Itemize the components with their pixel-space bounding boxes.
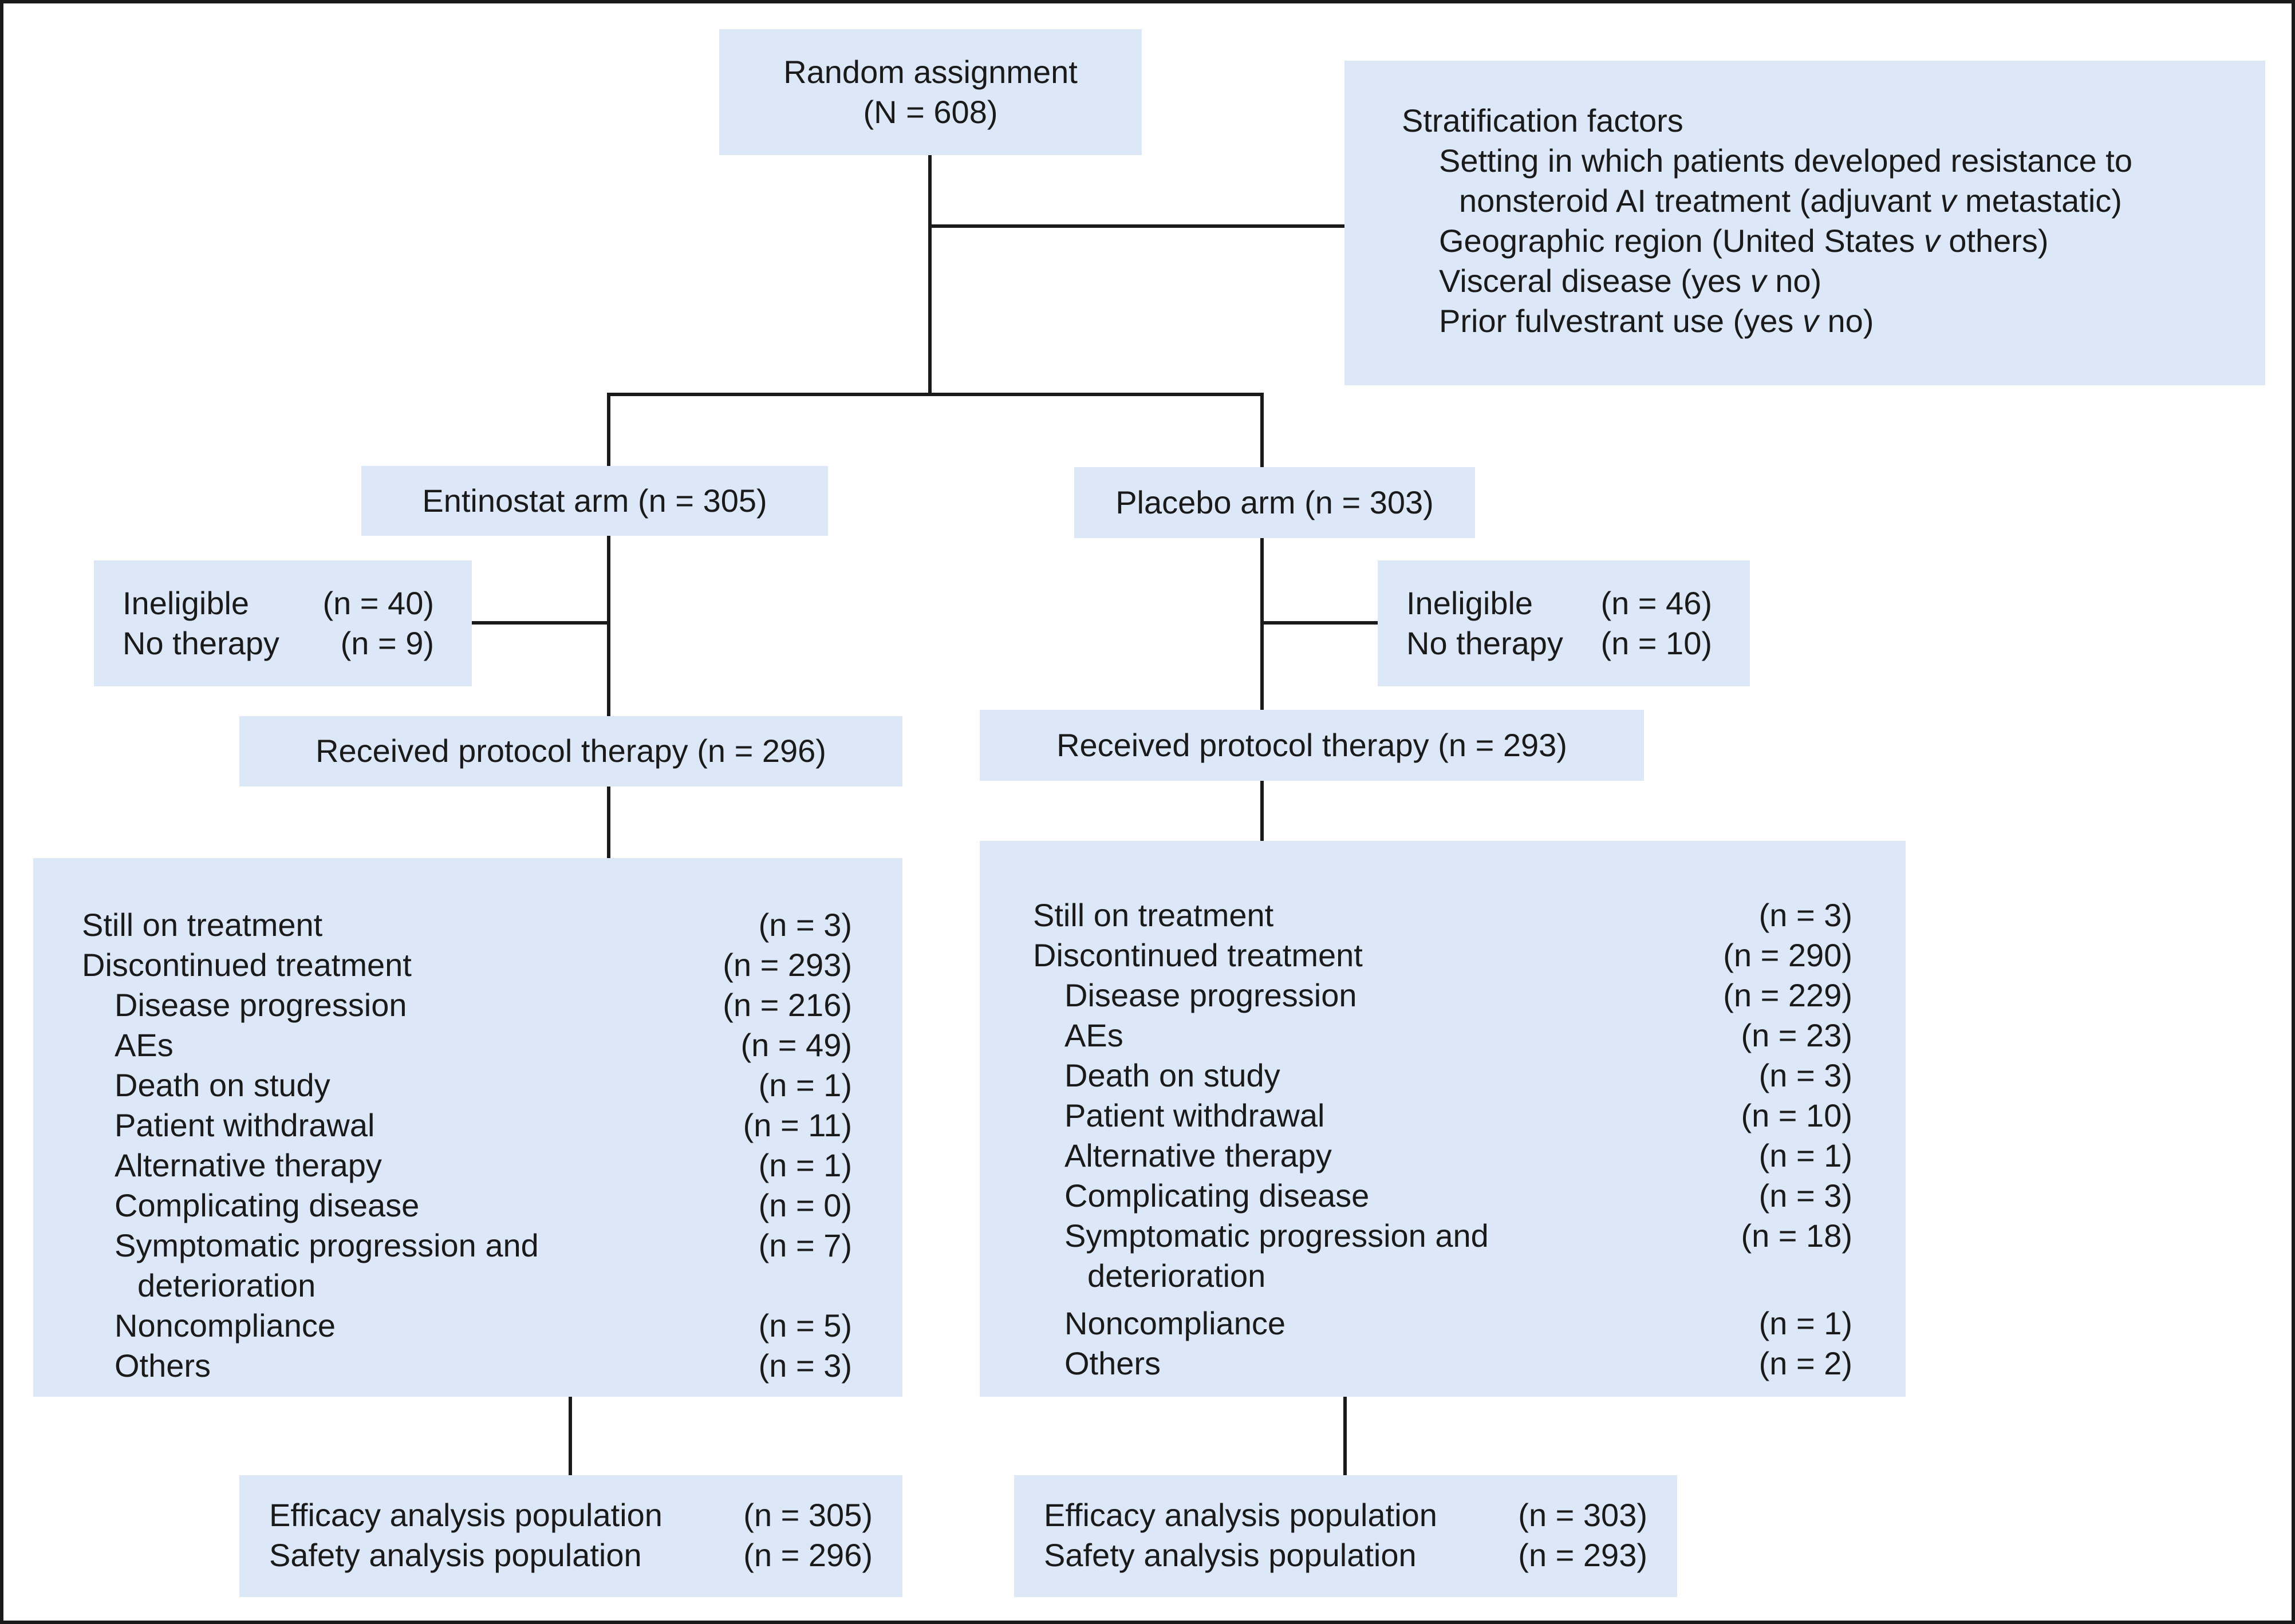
reason-count: (n = 10) xyxy=(1741,1097,1852,1133)
analysis-label: Safety analysis population xyxy=(269,1537,642,1573)
status-count: (n = 290) xyxy=(1723,937,1852,973)
excluded-label: Ineligible xyxy=(1406,585,1533,621)
analysis-count: (n = 305) xyxy=(743,1497,873,1533)
status-count: (n = 293) xyxy=(723,947,852,983)
entinostat-received-box: Received protocol therapy (n = 296) xyxy=(239,716,902,787)
connector-line xyxy=(1260,393,1264,467)
reason-label: AEs xyxy=(1064,1017,1123,1053)
connector-line xyxy=(607,787,610,858)
connector-line xyxy=(928,224,1344,228)
excluded-count: (n = 46) xyxy=(1600,585,1712,621)
entinostat-excluded-box: Ineligible (n = 40) No therapy (n = 9) xyxy=(94,560,472,686)
placebo-treatment-status-box: Still on treatment (n = 3) Discontinued … xyxy=(980,841,1906,1397)
analysis-label: Efficacy analysis population xyxy=(1044,1497,1437,1533)
placebo-arm-box: Placebo arm (n = 303) xyxy=(1074,467,1475,538)
reason-label: Alternative therapy xyxy=(1064,1137,1332,1173)
reason-label: Disease progression xyxy=(115,987,407,1023)
status-label: Still on treatment xyxy=(82,907,323,943)
reason-count: (n = 229) xyxy=(1723,977,1852,1013)
reason-count: (n = 216) xyxy=(723,987,852,1023)
connector-line xyxy=(607,393,1264,396)
reason-count: (n = 11) xyxy=(743,1107,852,1143)
connector-line xyxy=(472,621,610,625)
status-label: Discontinued treatment xyxy=(1033,937,1363,973)
reason-label: Death on study xyxy=(115,1067,330,1103)
reason-label-continued: deterioration xyxy=(1087,1258,1266,1294)
stratification-heading: Stratification factors xyxy=(1402,102,1683,139)
reason-count: (n = 49) xyxy=(740,1027,852,1063)
connector-line xyxy=(1260,781,1264,841)
connector-line xyxy=(607,393,610,466)
reason-count: (n = 1) xyxy=(1758,1137,1852,1173)
reason-label: Symptomatic progression and xyxy=(1064,1218,1489,1254)
random-assignment-box: Random assignment (N = 608) xyxy=(719,29,1142,155)
reason-label: Others xyxy=(1064,1345,1161,1381)
connector-line xyxy=(1343,1397,1347,1475)
reason-label: Death on study xyxy=(1064,1057,1280,1093)
reason-label: AEs xyxy=(115,1027,173,1063)
reason-label: Alternative therapy xyxy=(115,1147,382,1183)
status-label: Still on treatment xyxy=(1033,897,1274,933)
excluded-label: No therapy xyxy=(123,625,279,661)
reason-count: (n = 3) xyxy=(1758,1178,1852,1214)
reason-label-continued: deterioration xyxy=(137,1267,316,1303)
placebo-analysis-box: Efficacy analysis population (n = 303) S… xyxy=(1014,1475,1677,1597)
excluded-label: No therapy xyxy=(1406,625,1563,661)
placebo-received-label: Received protocol therapy (n = 293) xyxy=(1056,727,1567,763)
connector-line xyxy=(1260,621,1378,625)
analysis-count: (n = 293) xyxy=(1518,1537,1647,1573)
analysis-count: (n = 303) xyxy=(1518,1497,1647,1533)
entinostat-arm-label: Entinostat arm (n = 305) xyxy=(422,483,767,519)
reason-count: (n = 23) xyxy=(1741,1017,1852,1053)
stratification-factor-continued: nonsteroid AI treatment (adjuvant v meta… xyxy=(1459,183,2122,219)
reason-label: Complicating disease xyxy=(115,1187,420,1223)
reason-label: Noncompliance xyxy=(1064,1305,1285,1341)
reason-count: (n = 1) xyxy=(758,1067,852,1103)
reason-label: Symptomatic progression and xyxy=(115,1227,539,1263)
analysis-label: Efficacy analysis population xyxy=(269,1497,663,1533)
reason-count: (n = 2) xyxy=(1758,1345,1852,1381)
entinostat-treatment-status-box: Still on treatment (n = 3) Discontinued … xyxy=(33,858,902,1397)
random-assignment-title: Random assignment xyxy=(783,54,1078,90)
reason-count: (n = 3) xyxy=(1758,1057,1852,1093)
reason-count: (n = 3) xyxy=(758,1348,852,1384)
reason-count: (n = 1) xyxy=(1758,1305,1852,1341)
stratification-factor: Geographic region (United States v other… xyxy=(1439,223,2049,259)
placebo-received-box: Received protocol therapy (n = 293) xyxy=(980,710,1644,781)
connector-line xyxy=(569,1397,572,1475)
reason-label: Patient withdrawal xyxy=(1064,1097,1325,1133)
reason-count: (n = 7) xyxy=(758,1227,852,1263)
stratification-factor: Setting in which patients developed resi… xyxy=(1439,143,2132,179)
stratification-factor: Visceral disease (yes v no) xyxy=(1439,263,1822,299)
excluded-count: (n = 9) xyxy=(340,625,434,661)
entinostat-arm-box: Entinostat arm (n = 305) xyxy=(361,466,828,536)
reason-label: Noncompliance xyxy=(115,1307,336,1344)
excluded-label: Ineligible xyxy=(123,585,250,621)
stratification-factor: Prior fulvestrant use (yes v no) xyxy=(1439,303,1874,339)
placebo-arm-label: Placebo arm (n = 303) xyxy=(1115,484,1434,520)
reason-label: Others xyxy=(115,1348,211,1384)
random-assignment-count: (N = 608) xyxy=(863,94,998,130)
placebo-excluded-box: Ineligible (n = 46) No therapy (n = 10) xyxy=(1378,560,1750,686)
status-label: Discontinued treatment xyxy=(82,947,412,983)
status-count: (n = 3) xyxy=(758,907,852,943)
entinostat-analysis-box: Efficacy analysis population (n = 305) S… xyxy=(239,1475,902,1597)
reason-label: Disease progression xyxy=(1064,977,1357,1013)
excluded-count: (n = 10) xyxy=(1600,625,1712,661)
analysis-label: Safety analysis population xyxy=(1044,1537,1417,1573)
reason-label: Patient withdrawal xyxy=(115,1107,375,1143)
stratification-factors-box: Stratification factors Setting in which … xyxy=(1344,61,2265,385)
reason-count: (n = 1) xyxy=(758,1147,852,1183)
analysis-count: (n = 296) xyxy=(743,1537,873,1573)
status-count: (n = 3) xyxy=(1758,897,1852,933)
excluded-count: (n = 40) xyxy=(322,585,434,621)
connector-line xyxy=(607,536,610,716)
connector-line xyxy=(928,155,932,396)
reason-count: (n = 5) xyxy=(758,1307,852,1344)
reason-count: (n = 18) xyxy=(1741,1218,1852,1254)
reason-count: (n = 0) xyxy=(758,1187,852,1223)
entinostat-received-label: Received protocol therapy (n = 296) xyxy=(316,733,826,769)
reason-label: Complicating disease xyxy=(1064,1178,1370,1214)
